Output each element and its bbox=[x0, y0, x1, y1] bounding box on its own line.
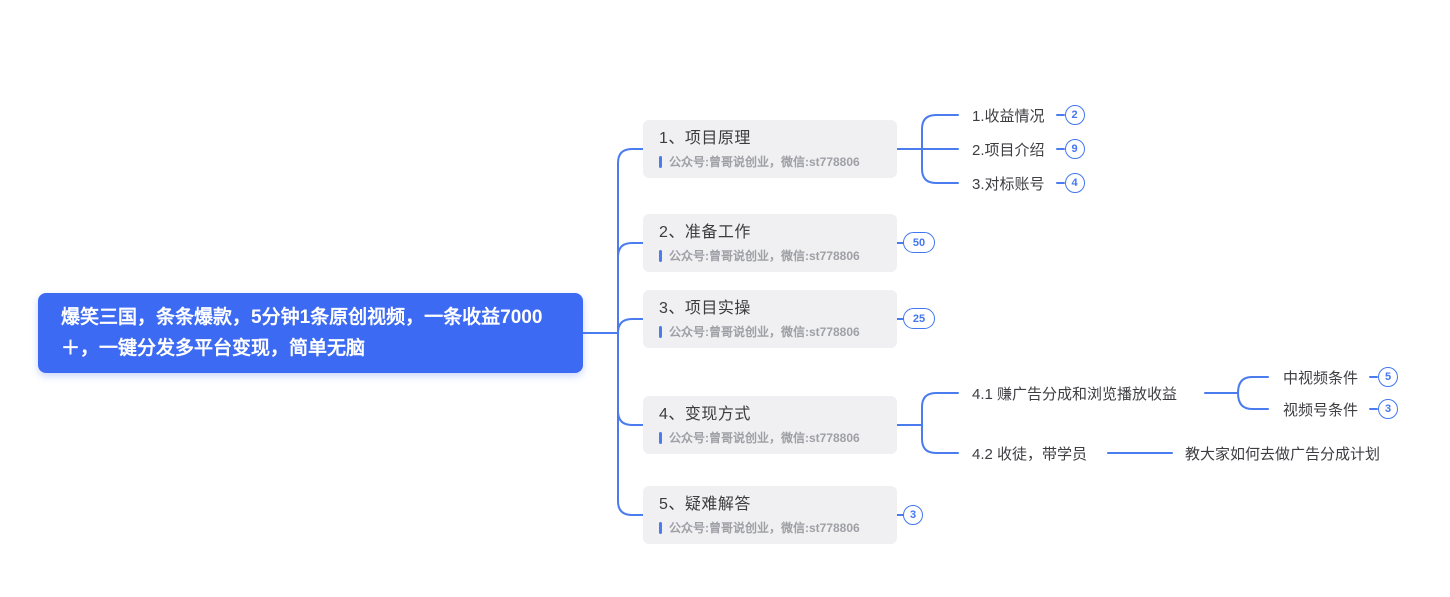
root-topic-label: 爆笑三国，条条爆款，5分钟1条原创视频，一条收益7000＋，一键分发多平台变现，… bbox=[61, 307, 543, 359]
wire-branch-3 bbox=[617, 318, 644, 334]
badge-connector-dash bbox=[1369, 408, 1379, 410]
wire-branch-2 bbox=[617, 242, 644, 334]
subtopic-income-status[interactable]: 1.收益情况 2 bbox=[972, 104, 1085, 126]
badge-connector-dash bbox=[1055, 148, 1065, 150]
subtopic-ad-revenue[interactable]: 4.1 赚广告分成和浏览播放收益 bbox=[972, 385, 1178, 403]
wire-branch-1 bbox=[617, 148, 644, 334]
collapsed-count-badge-topic-5[interactable]: 3 bbox=[903, 505, 923, 525]
subtopic-mentoring[interactable]: 4.2 收徒，带学员 bbox=[972, 445, 1088, 463]
wire-branch-4 bbox=[617, 332, 644, 426]
topic-1[interactable]: 1、项目原理 公众号:曾哥说创业，微信:st778806 bbox=[643, 120, 897, 178]
topic-4-subtitle-row: 公众号:曾哥说创业，微信:st778806 bbox=[659, 429, 897, 446]
wire-branch-5 bbox=[617, 332, 644, 516]
badge-connector-dash bbox=[1055, 182, 1065, 184]
topic-3-subtitle: 公众号:曾哥说创业，微信:st778806 bbox=[669, 325, 860, 339]
wire-41-child1 bbox=[1237, 376, 1269, 394]
collapsed-count-badge[interactable]: 4 bbox=[1064, 173, 1085, 193]
topic-5-subtitle: 公众号:曾哥说创业，微信:st778806 bbox=[669, 521, 860, 535]
topic-5-subtitle-row: 公众号:曾哥说创业，微信:st778806 bbox=[659, 519, 897, 536]
topic-1-subtitle-row: 公众号:曾哥说创业，微信:st778806 bbox=[659, 153, 897, 170]
subtitle-accent-bar bbox=[659, 155, 662, 168]
subtopic-channels-condition[interactable]: 视频号条件 3 bbox=[1283, 398, 1399, 420]
topic-4-subtitle: 公众号:曾哥说创业，微信:st778806 bbox=[669, 431, 860, 445]
topic-4-title: 4、变现方式 bbox=[659, 406, 751, 423]
subtitle-accent-bar bbox=[659, 431, 662, 444]
topic-1-subtitle: 公众号:曾哥说创业，微信:st778806 bbox=[669, 155, 860, 169]
topic-3-title: 3、项目实操 bbox=[659, 300, 751, 317]
topic-1-title: 1、项目原理 bbox=[659, 130, 751, 147]
topic-5-title: 5、疑难解答 bbox=[659, 496, 751, 513]
subtopic-mid-video-condition[interactable]: 中视频条件 5 bbox=[1283, 366, 1399, 388]
badge-connector-dash bbox=[1055, 114, 1065, 116]
collapsed-count-badge-topic-3[interactable]: 25 bbox=[903, 308, 935, 329]
collapsed-count-badge[interactable]: 5 bbox=[1378, 367, 1399, 387]
badge-connector-dash bbox=[1369, 376, 1379, 378]
collapsed-count-badge-topic-2[interactable]: 50 bbox=[903, 232, 935, 253]
root-topic[interactable]: 爆笑三国，条条爆款，5分钟1条原创视频，一条收益7000＋，一键分发多平台变现，… bbox=[38, 293, 583, 373]
topic-2-subtitle: 公众号:曾哥说创业，微信:st778806 bbox=[669, 249, 860, 263]
wire-topic1-child1 bbox=[921, 114, 959, 150]
subtopic-benchmark-accounts[interactable]: 3.对标账号 4 bbox=[972, 172, 1085, 194]
topic-2[interactable]: 2、准备工作 公众号:曾哥说创业，微信:st778806 bbox=[643, 214, 897, 272]
wire-topic4-child2 bbox=[921, 424, 959, 454]
subtitle-accent-bar bbox=[659, 325, 662, 338]
topic-2-subtitle-row: 公众号:曾哥说创业，微信:st778806 bbox=[659, 247, 897, 264]
collapsed-count-badge[interactable]: 2 bbox=[1064, 105, 1085, 125]
wire-41-child2 bbox=[1237, 392, 1269, 410]
topic-2-title: 2、准备工作 bbox=[659, 224, 751, 241]
topic-5[interactable]: 5、疑难解答 公众号:曾哥说创业，微信:st778806 bbox=[643, 486, 897, 544]
collapsed-count-badge[interactable]: 3 bbox=[1378, 399, 1399, 419]
subtitle-accent-bar bbox=[659, 249, 662, 262]
subtitle-accent-bar bbox=[659, 521, 662, 534]
wire-topic4-child1 bbox=[921, 392, 959, 426]
collapsed-count-badge[interactable]: 9 bbox=[1064, 139, 1085, 159]
subtopic-teach-ad-plan[interactable]: 教大家如何去做广告分成计划 bbox=[1185, 445, 1381, 463]
subtopic-project-intro[interactable]: 2.项目介绍 9 bbox=[972, 138, 1085, 160]
topic-3-subtitle-row: 公众号:曾哥说创业，微信:st778806 bbox=[659, 323, 897, 340]
topic-3[interactable]: 3、项目实操 公众号:曾哥说创业，微信:st778806 bbox=[643, 290, 897, 348]
topic-4[interactable]: 4、变现方式 公众号:曾哥说创业，微信:st778806 bbox=[643, 396, 897, 454]
wire-topic1-child3 bbox=[921, 148, 959, 184]
